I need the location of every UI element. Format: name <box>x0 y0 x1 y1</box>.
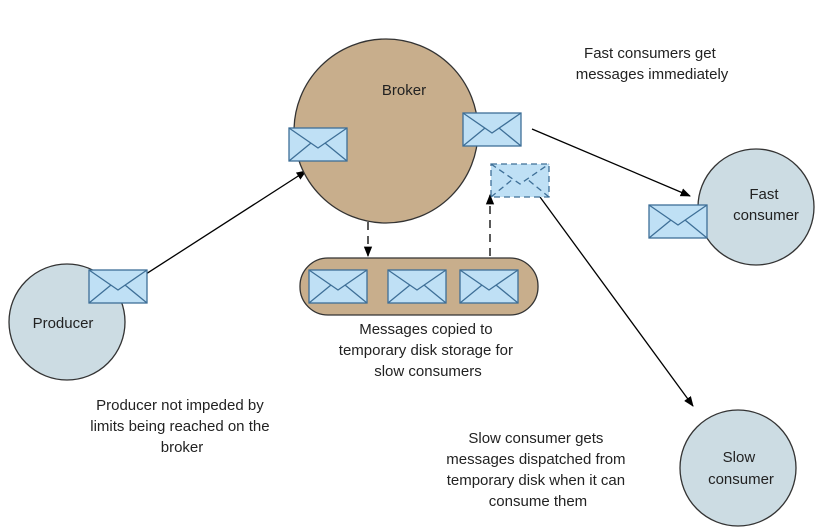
caption-line: temporary disk when it can <box>447 472 625 489</box>
fast-consumer-label-line: Fast <box>749 186 779 203</box>
envelope-icon <box>462 112 522 147</box>
slow-consumer-node: Slow consumer <box>679 409 797 527</box>
envelope-icon <box>308 269 368 304</box>
envelope-icon <box>387 269 447 304</box>
producer-to-broker-arrow <box>117 170 307 293</box>
slow-consumer-label: Slow consumer <box>708 449 774 488</box>
producer-caption: Producer not impeded by limits being rea… <box>90 397 273 456</box>
caption-line: limits being reached on the <box>90 418 269 435</box>
broker-to-slow-consumer-arrow <box>539 196 694 407</box>
caption-line: broker <box>161 439 204 456</box>
broker-to-fast-consumer-arrow <box>531 128 691 197</box>
caption-line: Producer not impeded by <box>96 397 264 414</box>
fast-consumers-caption: Fast consumers get messages immediately <box>576 45 729 83</box>
caption-line: Slow consumer gets <box>468 430 603 447</box>
caption-line: Fast consumers get <box>584 45 717 62</box>
caption-line: temporary disk storage for <box>339 342 513 359</box>
fast-consumer-label: Fast consumer <box>733 186 799 224</box>
caption-line: consume them <box>489 493 587 510</box>
fast-consumer-label-line: consumer <box>733 207 799 224</box>
caption-line: messages immediately <box>576 66 729 83</box>
envelope-icon <box>459 269 519 304</box>
producer-label: Producer <box>33 315 94 332</box>
envelope-icon <box>490 163 550 198</box>
caption-line: messages dispatched from <box>446 451 625 468</box>
caption-line: Messages copied to <box>359 321 492 338</box>
fast-consumer-node: Fast consumer <box>697 148 815 266</box>
slow-consumer-label-line: consumer <box>708 471 774 488</box>
caption-line: slow consumers <box>374 363 482 380</box>
envelope-icon <box>288 127 348 162</box>
slow-consumer-label-line: Slow <box>723 449 756 466</box>
envelope-icon <box>88 269 148 304</box>
envelope-icon <box>648 204 708 239</box>
slow-consumer-caption: Slow consumer gets messages dispatched f… <box>446 430 629 510</box>
broker-label: Broker <box>382 82 426 99</box>
disk-storage-caption: Messages copied to temporary disk storag… <box>339 321 517 380</box>
